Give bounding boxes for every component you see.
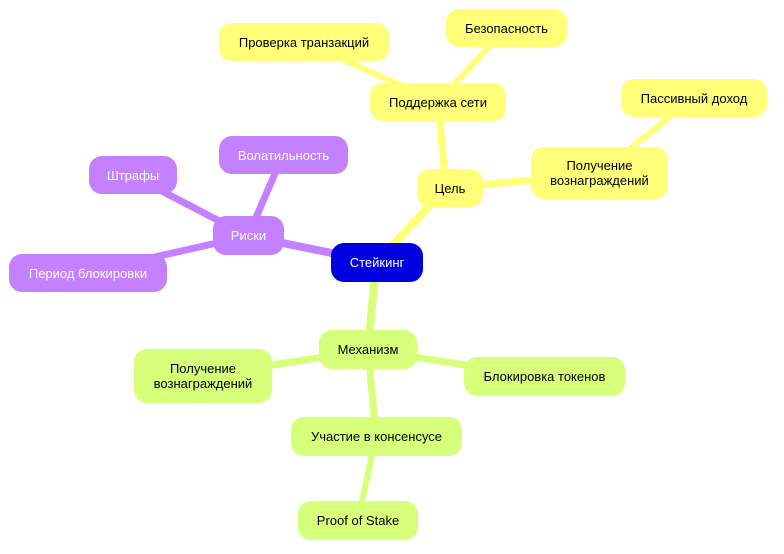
node-risks: Риски <box>213 216 284 255</box>
node-security: Безопасность <box>446 9 567 47</box>
node-goal: Цель <box>417 169 483 207</box>
node-token-lock: Блокировка токенов <box>464 357 625 396</box>
node-proof-of-stake: Proof of Stake <box>298 501 418 540</box>
node-lock-period: Период блокировки <box>9 254 167 292</box>
node-goal-rewards: Получение вознаграждений <box>531 147 668 199</box>
node-mechanism-rewards: Получение вознаграждений <box>134 349 272 403</box>
node-passive-income: Пассивный доход <box>621 79 767 117</box>
node-consensus: Участие в консенсусе <box>291 417 462 456</box>
node-penalties: Штрафы <box>89 156 177 194</box>
node-tx-verification: Проверка транзакций <box>219 23 389 61</box>
node-root-staking: Стейкинг <box>331 243 423 282</box>
node-volatility: Волатильность <box>219 136 348 174</box>
node-network-support: Поддержка сети <box>370 83 506 121</box>
node-mechanism: Механизм <box>319 330 417 369</box>
